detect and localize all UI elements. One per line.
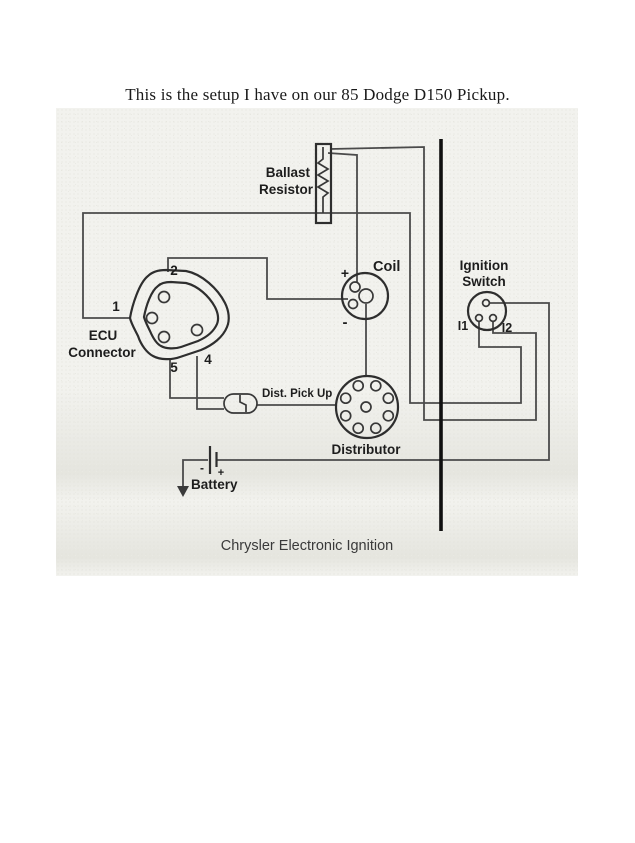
resistor-zigzag-symbol: [316, 147, 330, 213]
wire-ballast-to-ignition-i2: [329, 146, 537, 421]
pickup-label: Dist. Pick Up: [262, 388, 332, 400]
ecu-connector-inner-outline: [142, 280, 220, 350]
distributor-terminal-dot: [369, 379, 382, 392]
ignition-top-terminal: [481, 298, 491, 308]
ecu-pin-dot-bottom: [157, 330, 171, 344]
diagram-caption: Chrysler Electronic Ignition: [221, 538, 393, 554]
battery-minus-sign: -: [200, 461, 204, 475]
ballast-resistor-body: [314, 142, 333, 225]
wire-ballast-to-coil-plus: [327, 152, 358, 282]
wire-ecu-pin2-to-coil: [167, 257, 348, 300]
distributor-terminal-dot: [339, 392, 352, 405]
ground-arrowhead: [177, 486, 189, 497]
battery-label: Battery: [191, 477, 238, 492]
distributor-terminal-dot: [352, 422, 365, 435]
battery: - + Battery: [191, 446, 238, 492]
ecu-connector: 1 2 5 4 ECU Connector: [68, 263, 230, 375]
coil-plus-terminal: [349, 281, 361, 293]
wires: [82, 146, 550, 497]
ignition-label-line2: Switch: [462, 274, 506, 289]
distributor-label: Distributor: [332, 442, 402, 457]
ignition-i2-terminal: [488, 313, 498, 323]
wire-ecu-pin5-to-pickup: [169, 360, 224, 399]
ignition-i2-label: I2: [502, 321, 512, 335]
distributor-terminal-dot: [382, 409, 395, 422]
coil-center-terminal: [358, 288, 374, 304]
page-title: This is the setup I have on our 85 Dodge…: [125, 85, 510, 104]
ignition-i1-label: I1: [458, 319, 468, 333]
ballast-label-line2: Resistor: [259, 182, 314, 197]
ecu-pin4-label: 4: [204, 352, 212, 367]
ignition-i1-terminal: [474, 313, 484, 323]
distributor-terminal-dot: [339, 409, 352, 422]
distributor: Distributor: [332, 374, 402, 457]
coil-label: Coil: [373, 259, 400, 275]
wire-ecu-pin1-to-ignition-i1: [82, 212, 522, 404]
ballast-resistor: Ballast Resistor: [259, 142, 333, 225]
ecu-pin-dot-left: [145, 311, 159, 325]
ignition-switch-body: [466, 290, 508, 332]
ecu-label-line2: Connector: [68, 345, 136, 360]
battery-plus-sign: +: [218, 467, 224, 479]
ecu-pin5-label: 5: [170, 360, 178, 375]
ecu-label-line1: ECU: [89, 328, 118, 343]
ecu-pin1-label: 1: [112, 299, 120, 314]
ignition-switch: Ignition Switch I1 I2: [458, 258, 512, 335]
ignition-label-line1: Ignition: [460, 258, 509, 273]
coil-minus-sign: -: [343, 314, 348, 331]
distributor-terminal-dot: [382, 392, 395, 405]
ecu-pin-dot-right: [190, 323, 204, 337]
wire-ignition-to-battery: [217, 302, 550, 461]
pickup-connector-body: [223, 393, 258, 414]
pickup-connector-slash: [239, 395, 247, 412]
wire-ecu-pin4-to-pickup: [196, 356, 224, 410]
distributor-body: [334, 374, 400, 440]
coil-plus-sign: +: [341, 265, 349, 281]
ballast-label-line1: Ballast: [266, 165, 311, 180]
ignition-coil: Coil + -: [340, 259, 400, 331]
coil-minus-terminal: [347, 298, 359, 310]
ecu-pin-dot-top: [157, 290, 171, 304]
distributor-terminal-dot: [352, 379, 365, 392]
scanned-diagram-background: [56, 108, 578, 576]
wire-battery-to-ground: [182, 459, 208, 486]
distributor-pickup: Dist. Pick Up: [223, 388, 332, 414]
distributor-center-dot: [360, 401, 372, 413]
ecu-connector-outline: [128, 268, 230, 361]
distributor-terminal-dot: [369, 422, 382, 435]
ecu-pin2-label: 2: [170, 263, 178, 278]
coil-body: [340, 271, 390, 321]
